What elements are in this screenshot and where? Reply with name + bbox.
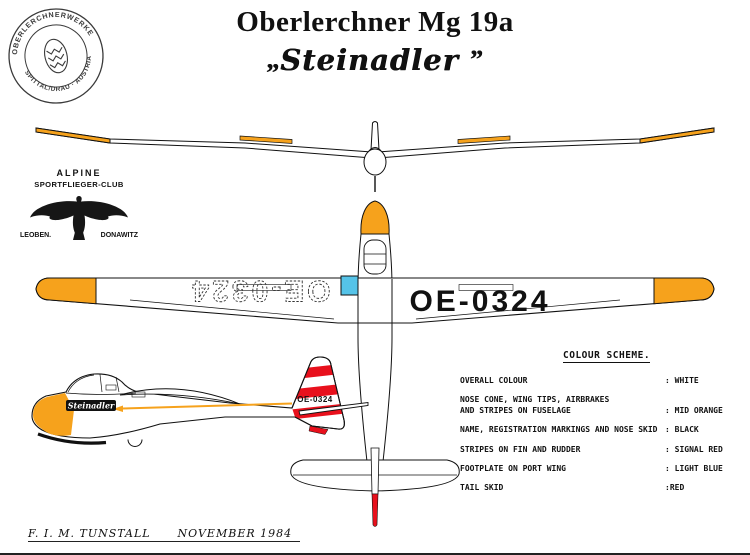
name-chip — [66, 400, 116, 411]
wingtip-left-plan — [35, 277, 97, 305]
scheme-label: OVERALL COLOUR — [460, 376, 528, 385]
wingtip-right-front — [639, 127, 715, 144]
side-view-group — [31, 356, 369, 447]
signature: F. I. M. TUNSTALL NOVEMBER 1984 — [28, 527, 301, 542]
scheme-row-blue: FOOTPLATE ON PORT WING : LIGHT BLUE — [460, 464, 748, 475]
colour-scheme: COLOUR SCHEME. OVERALL COLOUR : WHITE NO… — [460, 350, 748, 503]
colour-scheme-heading: COLOUR SCHEME. — [563, 350, 651, 363]
stamp-outer-circle — [8, 8, 104, 104]
airbrake-right — [457, 135, 511, 144]
scheme-row-black: NAME, REGISTRATION MARKINGS AND NOSE SKI… — [460, 425, 748, 436]
close-quote: ” — [469, 45, 484, 74]
fin-stripe-2 — [292, 383, 345, 400]
scheme-value: :RED — [665, 483, 685, 493]
club-name-line2: SPORTFLIEGER-CLUB — [34, 180, 124, 189]
stamp-group: OBERLERCHNERWERKE SPITTAL/DRAU · AUSTRIA — [4, 4, 104, 104]
open-quote: „ — [266, 45, 281, 74]
landing-wheel — [127, 439, 143, 447]
airbrake-left-plan — [236, 284, 292, 291]
fuselage-stripe-arrow — [113, 405, 123, 412]
scheme-value: : BLACK — [665, 425, 699, 435]
wingtip-left-front — [35, 127, 111, 144]
scheme-value: : MID ORANGE — [665, 406, 723, 416]
club-emblem: ALPINE SPORTFLIEGER-CLUB LEOBEN. DONAWIT… — [20, 168, 138, 240]
scheme-value: : LIGHT BLUE — [665, 463, 723, 473]
registration-port-wing-mirrored: OE-0324 — [189, 274, 330, 307]
club-location-right: DONAWITZ — [100, 232, 138, 239]
rudder-tip-red — [371, 493, 379, 527]
stamp-arc-top-text: OBERLERCHNERWERKE — [4, 4, 97, 57]
eagle-icon — [30, 196, 128, 240]
airbrake-left — [239, 135, 293, 144]
stamp-emblem-icon — [44, 38, 68, 74]
front-view-drawing — [35, 121, 715, 192]
fuselage-orange-stripe — [121, 402, 293, 410]
nose-cone-side — [33, 393, 74, 436]
aircraft-nickname: „Steinadler ” — [0, 43, 750, 77]
nickname-text: Steinadler — [280, 43, 459, 77]
tailplane-side — [298, 401, 369, 416]
club-location-left: LEOBEN. — [20, 232, 52, 239]
maker-stamp: OBERLERCHNERWERKE SPITTAL/DRAU · AUSTRIA — [4, 4, 104, 104]
footplate-port-wing — [340, 275, 359, 296]
plan-view-drawing: OE-0324 OE-0324 — [35, 200, 715, 527]
fin-outline — [291, 356, 345, 430]
cockpit-detail-1 — [105, 384, 117, 391]
scheme-value: : WHITE — [665, 376, 699, 385]
cockpit-detail-2 — [131, 391, 146, 398]
scheme-label: NAME, REGISTRATION MARKINGS AND NOSE SKI… — [460, 425, 658, 435]
page-title: Oberlerchner Mg 19a — [236, 6, 514, 38]
club-name-line1: ALPINE — [56, 168, 102, 178]
header: Oberlerchner Mg 19a „Steinadler ” — [0, 6, 750, 77]
wingtip-right-plan — [653, 277, 715, 305]
front-view-group — [35, 121, 715, 192]
aircraft-name-label: Steinadler — [68, 401, 115, 411]
fuselage-front — [363, 148, 387, 176]
scheme-row-orange: NOSE CONE, WING TIPS, AIRBRAKES AND STRI… — [460, 395, 748, 417]
scheme-label: TAIL SKID — [460, 483, 504, 493]
canopy-frames-side — [65, 374, 137, 395]
club-locations: LEOBEN. DONAWITZ — [20, 232, 138, 239]
registration-starboard-wing: OE-0324 — [409, 285, 550, 318]
scheme-label: FOOTPLATE ON PORT WING — [460, 463, 566, 473]
canopy-plan — [363, 239, 387, 275]
aileron-hinge-lines — [129, 299, 621, 320]
airbrake-right-plan — [458, 284, 514, 291]
tail-skid-red — [308, 425, 329, 435]
canopy-frames-plan — [364, 253, 386, 265]
nose-cone-plan — [360, 200, 390, 235]
registration-fuselage: OE-0324 — [297, 395, 333, 404]
scheme-value: : SIGNAL RED — [665, 444, 723, 454]
stamp-arc-bottom-text: SPITTAL/DRAU · AUSTRIA — [23, 54, 100, 101]
scheme-row-overall: OVERALL COLOUR : WHITE — [460, 376, 748, 387]
scheme-row-red: STRIPES ON FIN AND RUDDER : SIGNAL RED — [460, 445, 748, 456]
side-view-drawing: Steinadler OE-0324 — [31, 356, 369, 447]
stamp-inner-circle — [24, 24, 88, 88]
wing-root-side — [119, 388, 241, 405]
scheme-label: NOSE CONE, WING TIPS, AIRBRAKES AND STRI… — [460, 395, 610, 416]
scheme-label: STRIPES ON FIN AND RUDDER — [460, 444, 581, 454]
nose-skid — [37, 432, 107, 445]
fin-front — [370, 121, 380, 151]
scheme-row-tailskid: TAIL SKID :RED — [460, 483, 748, 494]
plan-view-group — [35, 200, 715, 527]
